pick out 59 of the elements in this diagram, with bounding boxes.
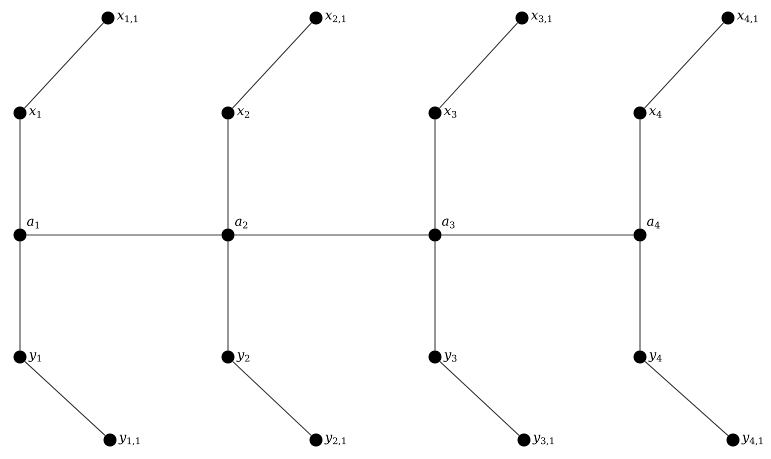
- edge-line: [19, 242, 21, 350]
- vertex-label: x$_{2}$: [236, 108, 250, 118]
- edge-line: [24, 22, 104, 108]
- vertex-label: a$_{3}$: [442, 218, 455, 228]
- vertex-dot: [726, 434, 740, 446]
- edge-line: [639, 120, 641, 228]
- vertex-dot: [428, 350, 442, 364]
- vertex-label: x$_{2,1}$: [324, 12, 346, 24]
- vertex-label: y$_{3,1}$: [532, 434, 554, 446]
- vertex-dot: [634, 350, 646, 364]
- vertex-label: x$_{1}$: [28, 108, 41, 118]
- vertex-dot: [518, 434, 530, 446]
- vertex-dot: [428, 106, 442, 120]
- vertex-dot: [516, 12, 528, 24]
- vertex-label: x$_{3}$: [444, 108, 456, 118]
- edge-line: [644, 361, 728, 436]
- vertex-dot: [14, 106, 26, 120]
- edge-line: [434, 120, 436, 228]
- edge-line: [440, 361, 520, 436]
- vertex-dot: [310, 434, 322, 446]
- edge-line: [24, 361, 106, 436]
- edge-line: [442, 234, 634, 236]
- vertex-dot: [722, 12, 734, 24]
- vertex-label: x$_{4}$: [648, 108, 662, 118]
- vertex-dot: [222, 106, 234, 120]
- vertex-dot: [428, 228, 442, 242]
- edge-line: [232, 22, 312, 108]
- vertex-label: y$_{2,1}$: [324, 434, 346, 446]
- edge-line: [234, 234, 428, 236]
- edge-line: [439, 22, 518, 108]
- vertex-dot: [222, 350, 234, 364]
- vertex-label: y$_{1,1}$: [118, 434, 140, 446]
- edge-line: [639, 242, 641, 350]
- vertex-dot: [102, 12, 114, 24]
- vertex-label: y$_{3}$: [443, 352, 456, 362]
- vertex-label: a$_{2}$: [235, 218, 248, 228]
- vertex-label: x$_{4,1}$: [736, 12, 758, 24]
- vertex-label: a$_{1}$: [27, 218, 39, 228]
- vertex-label: y$_{4}$: [648, 352, 662, 362]
- vertex-dot: [14, 228, 26, 242]
- edge-line: [232, 361, 312, 436]
- vertex-dot: [310, 12, 322, 24]
- vertex-dot: [634, 106, 646, 120]
- vertex-label: x$_{3,1}$: [530, 12, 552, 24]
- vertex-label: y$_{2}$: [236, 352, 250, 362]
- edge-line: [434, 242, 436, 350]
- vertex-label: a$_{4}$: [647, 218, 660, 228]
- edge-line: [26, 234, 222, 236]
- vertex-label: x$_{1,1}$: [116, 12, 138, 24]
- vertex-dot: [104, 434, 116, 446]
- vertex-dot: [14, 350, 26, 364]
- vertex-label: y$_{1}$: [28, 352, 41, 362]
- vertex-dot: [222, 228, 234, 242]
- edge-line: [19, 120, 21, 228]
- vertex-label: y$_{4,1}$: [741, 434, 763, 446]
- vertex-dot: [634, 228, 646, 242]
- edge-line: [644, 22, 724, 108]
- edge-line: [227, 120, 229, 228]
- edge-line: [227, 242, 229, 350]
